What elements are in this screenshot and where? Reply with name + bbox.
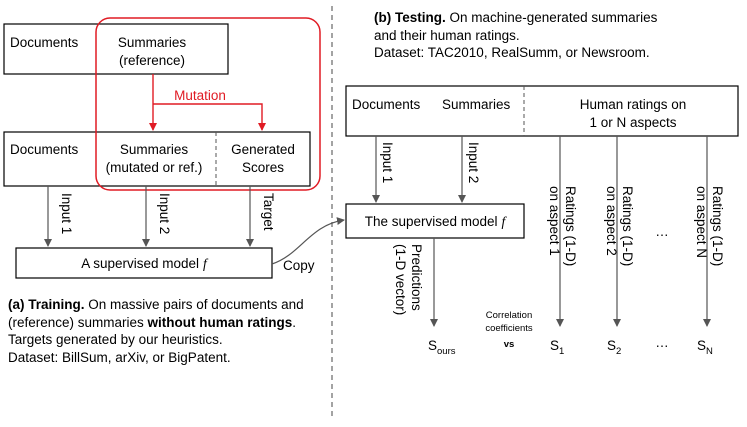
- training-input2-label: Input 2: [157, 193, 172, 234]
- training-generated-label: Generated: [231, 142, 295, 157]
- testing-input1-label: Input 1: [380, 142, 395, 183]
- testing-model-box: [345, 203, 525, 239]
- training-input-box: [3, 23, 229, 75]
- ratingsN-label: Ratings (1-D): [710, 186, 725, 266]
- testing-aspects-label: 1 or N aspects: [589, 115, 676, 130]
- testing-caption: (b) Testing. On machine-generated summar…: [374, 9, 674, 62]
- training-documents-label: Documents: [10, 35, 79, 50]
- testing-input-box: [345, 85, 739, 137]
- coefficients-label: coefficients: [485, 323, 533, 334]
- training-input1-label: Input 1: [59, 193, 74, 234]
- testing-human-ratings-label: Human ratings on: [580, 97, 687, 112]
- s-ours: Sours: [428, 338, 456, 357]
- s-1: S1: [550, 338, 564, 357]
- training-scores-label: Scores: [242, 160, 284, 175]
- s-n: SN: [697, 338, 713, 357]
- training-model-box: [15, 247, 273, 279]
- testing-caption-dataset: Dataset: TAC2010, RealSumm, or Newsroom.: [374, 45, 650, 60]
- testing-input2-label: Input 2: [466, 142, 481, 183]
- training-summaries-ref-sub: (reference): [119, 53, 185, 68]
- testing-documents-label: Documents: [352, 97, 421, 112]
- training-caption-label: (a) Training.: [8, 297, 85, 312]
- copy-label: Copy: [283, 258, 315, 273]
- mutation-label: Mutation: [174, 88, 226, 103]
- ratings2-label: Ratings (1-D): [620, 186, 635, 266]
- training-target-label: Target: [261, 193, 276, 231]
- predictions-label: Predictions: [409, 244, 424, 311]
- ratings1-sub-label: on aspect 1: [547, 186, 562, 256]
- training-summaries-ref-label: Summaries: [118, 35, 187, 50]
- testing-caption-text: On machine-generated summaries and their…: [374, 10, 658, 43]
- s-2: S2: [607, 338, 621, 357]
- predictions-sub-label: (1-D vector): [393, 244, 408, 315]
- testing-caption-label: (b) Testing.: [374, 10, 446, 25]
- testing-summaries-label: Summaries: [442, 97, 511, 112]
- training-mutated-box: [3, 131, 311, 187]
- training-caption: (a) Training. On massive pairs of docume…: [8, 296, 308, 366]
- ratings-ellipsis: …: [655, 224, 669, 239]
- training-summaries-mut-sub: (mutated or ref.): [106, 160, 203, 175]
- training-summaries-mut-label: Summaries: [120, 142, 189, 157]
- training-caption-dataset: Dataset: BillSum, arXiv, or BigPatent.: [8, 349, 231, 365]
- training-caption-bold: without human ratings: [147, 314, 293, 330]
- training-caption-text: On massive pairs of documents and (refer…: [8, 297, 304, 330]
- ratings1-label: Ratings (1-D): [563, 186, 578, 266]
- vs-label: vs: [504, 339, 515, 350]
- ratingsN-sub-label: on aspect N: [694, 186, 709, 258]
- training-documents-label-2: Documents: [10, 142, 79, 157]
- s-ellipsis: …: [655, 335, 669, 350]
- correlation-label: Correlation: [486, 310, 532, 321]
- mutation-arrow-right: [153, 103, 266, 131]
- training-caption-text2: . Targets generated by our heuristics.: [8, 314, 297, 348]
- copy-arrow: [271, 217, 345, 265]
- ratings2-sub-label: on aspect 2: [604, 186, 619, 256]
- mutation-highlight: [95, 17, 321, 191]
